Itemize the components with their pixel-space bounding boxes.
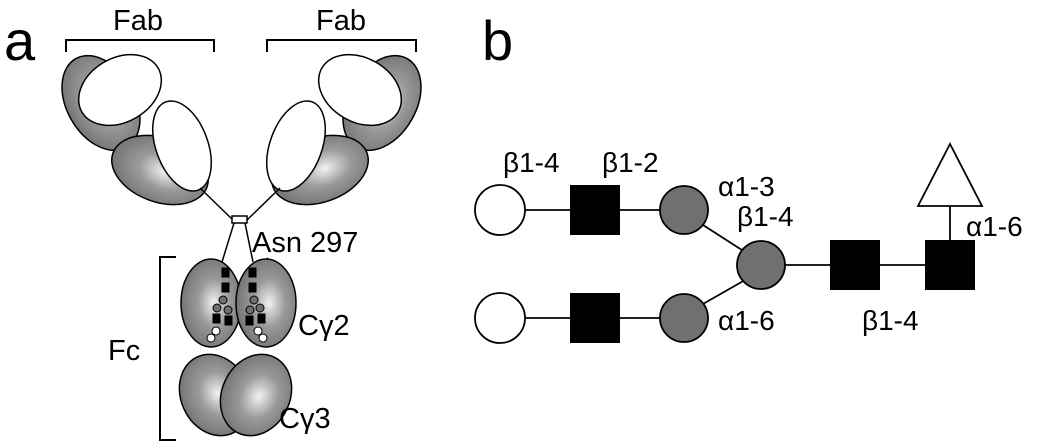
fab-right-label: Fab [316, 5, 366, 37]
link-man-core-glcnac: β1-4 [737, 201, 794, 232]
mannose-lower [659, 293, 709, 343]
link-glcnac-glcnac: β1-4 [862, 305, 919, 336]
link-upper-gal-glcnac: β1-4 [503, 147, 560, 178]
panel-a-letter: a [4, 9, 36, 72]
link-fucose: α1-6 [966, 211, 1023, 242]
fab-right-bracket [266, 39, 417, 52]
fc-glycan-left [206, 267, 233, 343]
fc-bracket [159, 256, 176, 441]
ch3-right-domain [219, 353, 293, 437]
fab-left-heavy-variable [152, 100, 212, 192]
galactose-upper [474, 184, 526, 236]
fab-left-arm [61, 53, 212, 206]
fab-left-light-variable [77, 53, 163, 127]
fab-right-heavy-variable [266, 100, 326, 192]
mannose-core [736, 240, 786, 290]
hinge-region [199, 187, 281, 263]
panel-a: a Fab Fab [4, 5, 422, 441]
glcnac-core-1 [830, 240, 880, 290]
panel-b-letter: b [482, 9, 513, 72]
fab-right-light-variable [317, 53, 403, 127]
glcnac-core-2 [925, 240, 975, 290]
fab-right-arm [266, 53, 422, 206]
ch2-domains [180, 258, 297, 348]
fucose-triangle [916, 142, 984, 207]
galactose-lower [474, 292, 526, 344]
mannose-upper [659, 185, 709, 235]
panel-b: b β1-4 β1-2 α1-3 β1-4 α1-6 β1-4 [474, 9, 1023, 344]
asn297-label: Asn 297 [252, 227, 358, 259]
fc-glycan-right [245, 267, 268, 343]
link-man-upper-alpha: α1-3 [718, 171, 775, 202]
fab-left-label: Fab [113, 5, 163, 37]
cg3-label: Cγ3 [279, 403, 331, 435]
glcnac-upper [570, 185, 620, 235]
ch3-domains [178, 353, 293, 437]
link-upper-glcnac-man: β1-2 [602, 147, 659, 178]
link-man-lower-alpha: α1-6 [718, 305, 775, 336]
fc-label: Fc [108, 335, 140, 367]
glycosidic-bonds [524, 206, 951, 319]
fab-left-bracket [65, 39, 215, 52]
glcnac-lower [570, 293, 620, 343]
cg2-label: Cγ2 [298, 310, 350, 342]
ch2-right-domain [235, 258, 297, 348]
